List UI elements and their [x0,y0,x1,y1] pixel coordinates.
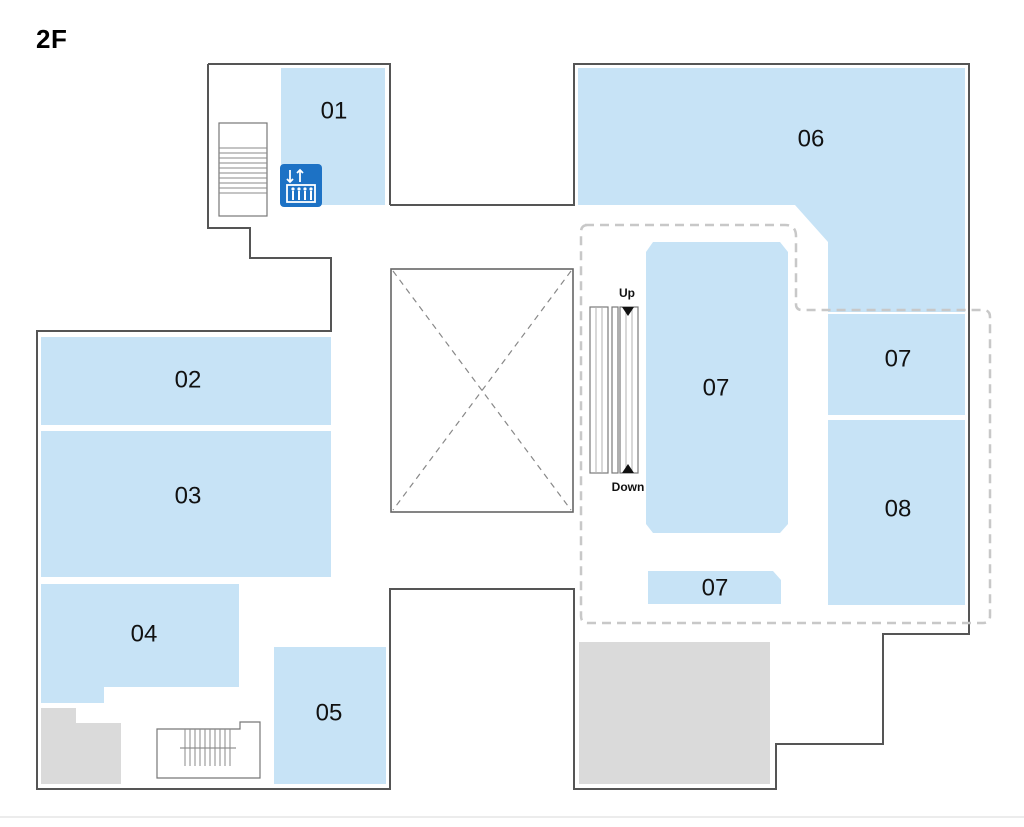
escalator: Up Down [589,286,645,494]
room-label-07-bottom: 07 [702,574,729,601]
stairs-icon [218,122,268,217]
escalator-up-arrow-icon [622,464,634,473]
shop-areas [41,68,965,784]
room-07-center-area[interactable] [646,242,788,533]
room-03-area[interactable] [41,431,331,577]
room-07-bottom-area[interactable] [648,571,781,604]
room-05-area[interactable] [274,647,386,784]
room-label-02: 02 [175,366,202,393]
escalator-up-label: Up [619,286,635,300]
building-outline [36,63,970,790]
atrium-void [390,268,574,513]
elevator-icon[interactable] [280,164,322,207]
room-label-06: 06 [798,125,825,152]
room-06-area-right[interactable] [795,205,965,312]
service-area-left [41,708,121,784]
room-label-07-center: 07 [703,374,730,401]
room-02-area[interactable] [41,337,331,425]
escalator-down-arrow-icon [622,307,634,316]
service-areas [41,642,770,784]
room-label-03: 03 [175,482,202,509]
room-07-right-area[interactable] [828,314,965,415]
escalator-down-label: Down [612,480,645,494]
room-04-area[interactable] [41,584,239,703]
room-06-area-top[interactable] [578,68,965,205]
room-label-04: 04 [131,620,158,647]
stairs-icon-bottom [156,721,261,779]
zone-07-boundary [579,223,992,625]
room-labels: 01 06 02 03 04 05 07 07 08 07 [131,97,912,726]
floor-title: 2F [36,24,68,54]
room-08-area[interactable] [828,420,965,605]
room-label-01: 01 [321,97,348,124]
room-label-05: 05 [316,699,343,726]
room-label-08: 08 [885,495,912,522]
service-area-right [579,642,770,784]
room-label-07-right: 07 [885,345,912,372]
